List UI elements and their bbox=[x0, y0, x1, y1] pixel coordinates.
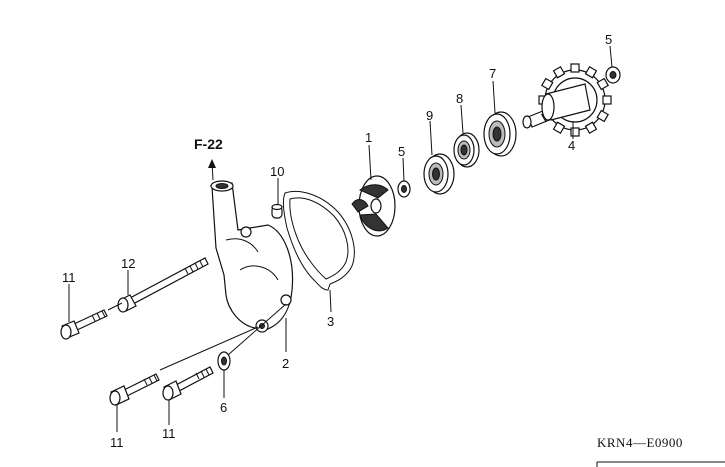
callout-7: 7 bbox=[489, 66, 496, 81]
impeller bbox=[351, 175, 396, 237]
leader-lines bbox=[68, 45, 613, 432]
callout-12: 12 bbox=[121, 256, 135, 271]
callout-4: 4 bbox=[568, 138, 575, 153]
callout-11-lower-left: 11 bbox=[110, 435, 124, 450]
gasket bbox=[283, 190, 355, 291]
washer-shaft bbox=[397, 180, 411, 198]
callout-9: 9 bbox=[426, 108, 433, 123]
bolt-upper-left bbox=[60, 309, 108, 340]
pump-shaft bbox=[522, 63, 612, 137]
bolt-lower-left bbox=[109, 373, 160, 406]
bolt-lower-mid bbox=[162, 366, 214, 401]
bolt-long bbox=[117, 257, 209, 313]
drawing-code: KRN4—E0900 bbox=[597, 435, 683, 450]
callout-2: 2 bbox=[282, 356, 289, 371]
washer-upper bbox=[605, 66, 621, 84]
callout-3: 3 bbox=[327, 314, 334, 329]
dowel-pin bbox=[271, 203, 283, 219]
callout-6: 6 bbox=[220, 400, 227, 415]
alignment-lines bbox=[107, 302, 287, 371]
callout-11-lower-mid: 11 bbox=[162, 426, 176, 441]
reference-arrow bbox=[208, 159, 216, 181]
callout-5-upper: 5 bbox=[605, 32, 612, 47]
callout-8: 8 bbox=[456, 91, 463, 106]
callout-11-upper-left: 11 bbox=[62, 270, 76, 285]
callout-10: 10 bbox=[270, 164, 284, 179]
callout-1: 1 bbox=[365, 130, 372, 145]
bearing-outer bbox=[483, 111, 517, 157]
bearing-inner bbox=[423, 153, 455, 195]
oil-seal bbox=[453, 132, 480, 168]
callout-5-shaft: 5 bbox=[398, 144, 405, 159]
reference-label: F-22 bbox=[194, 136, 223, 152]
